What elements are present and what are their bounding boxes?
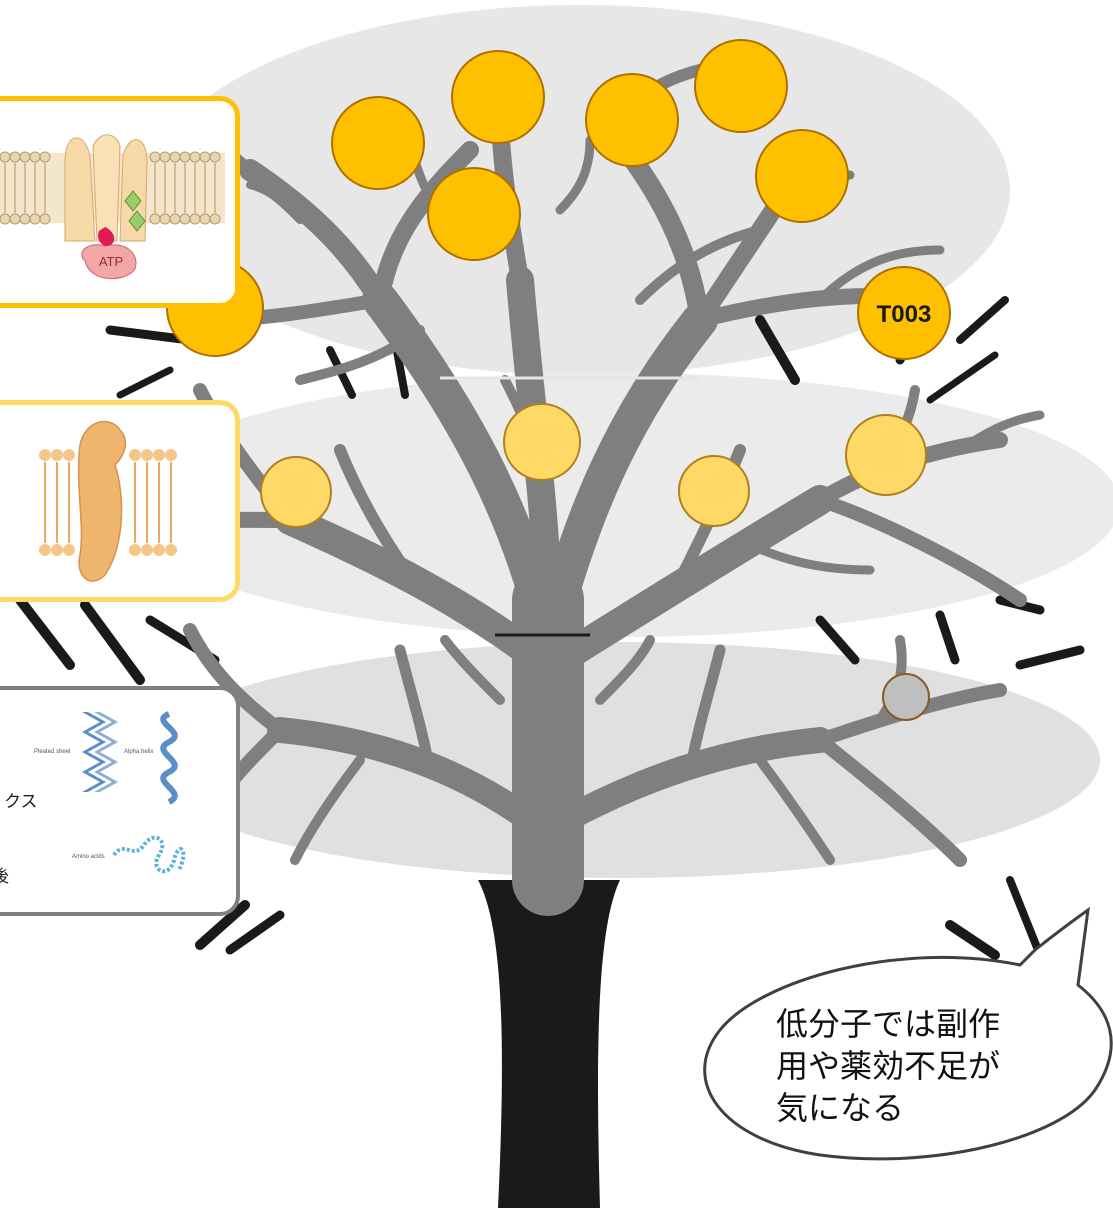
protein-structure-illustration: Pleated sheet Alpha helix Amino acids	[34, 711, 186, 874]
card-text-line2: 後	[0, 862, 9, 887]
speech-bubble-text: 低分子では副作 用や薬効不足が 気になる	[776, 1005, 1001, 1127]
card-text-line1: クス	[4, 792, 38, 812]
label-pleated-sheet: Pleated sheet	[34, 749, 71, 755]
membrane-protein-illustration	[39, 420, 177, 582]
fruit-light	[845, 414, 927, 496]
label-alpha-helix: Alpha helix	[124, 749, 153, 755]
card-transporter: ATP	[0, 96, 240, 308]
card-protein-structure: Pleated sheet Alpha helix Amino acids クス…	[0, 686, 240, 916]
bottom-tier-ellipse	[140, 642, 1100, 878]
fruit-light	[678, 455, 750, 527]
fruit-ripe	[755, 129, 849, 223]
fruit-ripe	[585, 73, 679, 167]
fruit-t003[interactable]: T003	[857, 266, 951, 360]
speech-bubble	[703, 906, 1113, 1161]
fruit-ripe	[427, 167, 521, 261]
tree-trunk-dark	[478, 880, 620, 1208]
label-amino-acids: Amino acids	[72, 854, 105, 860]
fruit-ripe	[694, 39, 788, 133]
fruit-light	[260, 456, 332, 528]
fruit-light	[503, 403, 581, 481]
fruit-gray	[882, 673, 930, 721]
fruit-ripe	[451, 50, 545, 144]
tree-branches	[122, 64, 1045, 916]
fruit-t003-label: T003	[877, 301, 932, 328]
transporter-illustration: ATP	[0, 134, 225, 280]
fruit-ripe	[331, 96, 425, 190]
card-membrane-protein	[0, 400, 240, 602]
light-fruits	[260, 403, 927, 528]
atp-label: ATP	[99, 254, 123, 269]
